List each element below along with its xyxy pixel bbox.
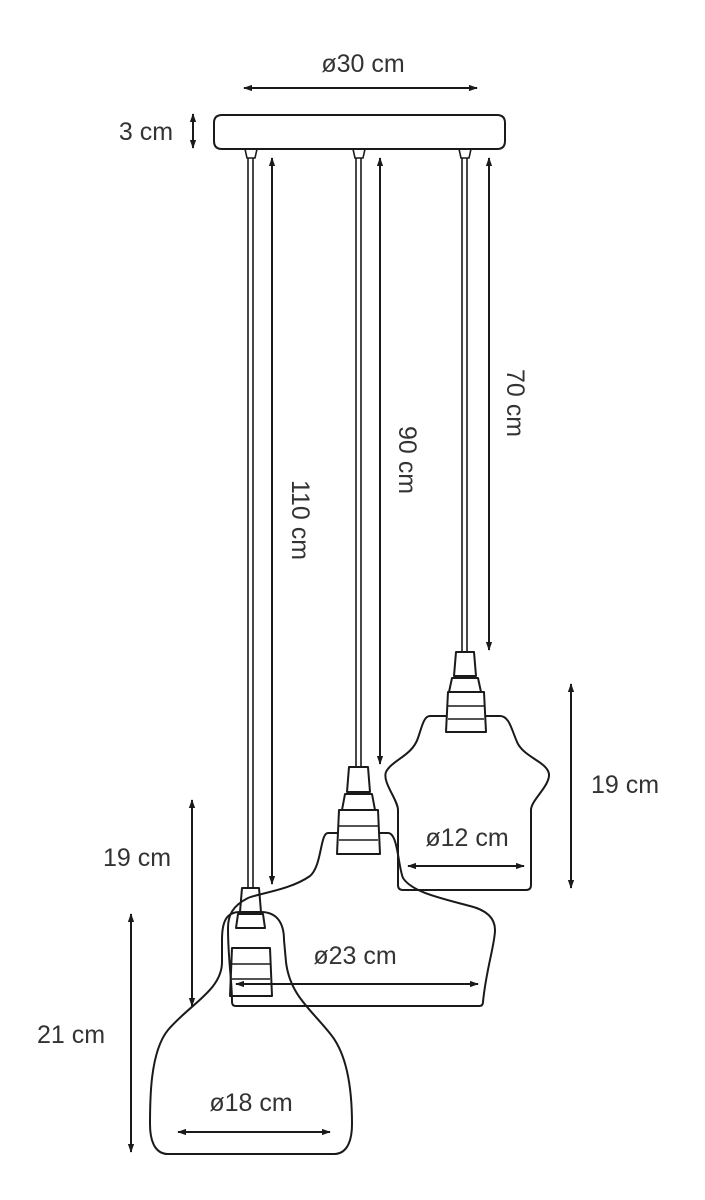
canopy	[213, 114, 506, 159]
label-shade-mid-height: 19 cm	[103, 844, 171, 872]
label-shade-large-height: 21 cm	[37, 1021, 105, 1049]
label-shade-large-diameter: ø18 cm	[209, 1089, 292, 1117]
label-shade-mid-diameter: ø23 cm	[313, 942, 396, 970]
dimension-lines	[127, 84, 575, 1153]
label-canopy-height: 3 cm	[119, 118, 173, 146]
shade-small	[384, 651, 550, 891]
label-cable-short: 70 cm	[501, 369, 529, 437]
label-shade-small-diameter: ø12 cm	[425, 824, 508, 852]
cables	[247, 158, 468, 888]
shade-large	[149, 887, 353, 1155]
label-cable-mid: 90 cm	[393, 426, 421, 494]
label-shade-small-height: 19 cm	[591, 771, 659, 799]
label-cable-long: 110 cm	[286, 480, 314, 560]
shade-medium	[227, 766, 496, 1007]
label-canopy-diameter: ø30 cm	[321, 50, 404, 78]
